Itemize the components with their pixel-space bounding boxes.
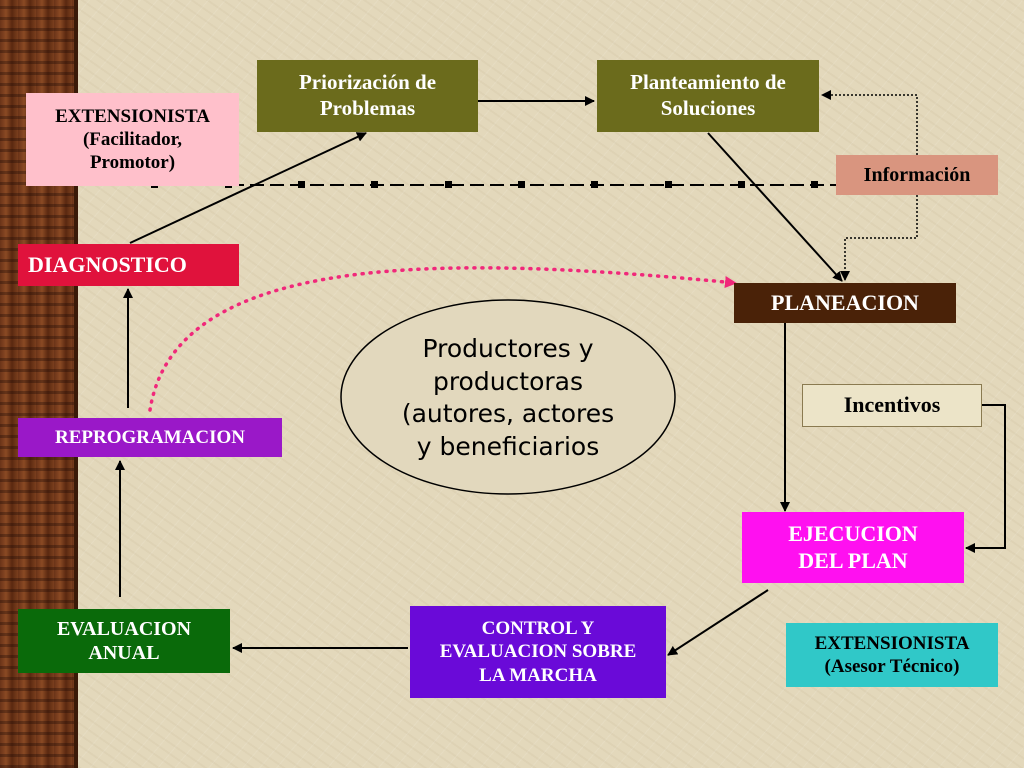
planeacion-label: PLANEACION xyxy=(771,289,919,315)
box-incentivos: Incentivos xyxy=(802,384,982,427)
center-ellipse-text: Productores y productoras (autores, acto… xyxy=(340,300,676,496)
arrow-informacion-to-planeacion xyxy=(840,195,918,281)
box-reprogramacion: REPROGRAMACION xyxy=(18,418,282,457)
arrow-ejecucion-to-control xyxy=(667,589,769,656)
arrow-diagnostico-to-priorizacion xyxy=(129,132,367,244)
arrow-planteamiento-to-planeacion xyxy=(707,132,843,282)
planteamiento-line-1: Planteamiento de xyxy=(630,70,786,95)
arrow-informacion-to-planteamiento xyxy=(821,90,918,155)
evaluacion-line-2: ANUAL xyxy=(88,642,160,664)
evaluacion-line-1: EVALUACION xyxy=(56,617,192,640)
box-planeacion: PLANEACION xyxy=(734,283,956,323)
reprogramacion-label: REPROGRAMACION xyxy=(55,426,245,448)
center-line-4: y beneficiarios xyxy=(416,431,600,461)
priorizacion-line-1: Priorización de xyxy=(298,70,437,95)
extensionista-facilitador-line-3: Promotor) xyxy=(89,152,176,174)
center-line-2: productoras xyxy=(432,366,584,396)
dotted-arrow-reprogramacion-to-planeacion xyxy=(148,266,737,412)
control-line-3: LA MARCHA xyxy=(479,664,597,686)
box-extensionista-facilitador: EXTENSIONISTA (Facilitador, Promotor) xyxy=(26,93,239,186)
arrow-incentivos-to-ejecucion xyxy=(965,404,1006,553)
box-diagnostico: DIAGNOSTICO xyxy=(18,244,239,286)
ejecucion-line-2: DEL PLAN xyxy=(798,547,908,573)
extensionista-asesor-line-1: EXTENSIONISTA xyxy=(814,632,970,654)
diagnostico-label: DIAGNOSTICO xyxy=(28,251,187,277)
box-evaluacion: EVALUACION ANUAL xyxy=(18,609,230,673)
extensionista-facilitador-line-2: (Facilitador, xyxy=(82,128,183,150)
box-extensionista-asesor: EXTENSIONISTA (Asesor Técnico) xyxy=(786,623,998,687)
incentivos-label: Incentivos xyxy=(843,392,941,418)
box-planteamiento: Planteamiento de Soluciones xyxy=(597,60,819,132)
center-line-3: (autores, actores xyxy=(401,399,615,428)
extensionista-facilitador-line-1: EXTENSIONISTA xyxy=(55,105,210,127)
center-line-1: Productores y xyxy=(422,334,594,363)
planteamiento-line-2: Soluciones xyxy=(660,96,756,120)
control-line-1: CONTROL Y xyxy=(481,618,595,640)
informacion-label: Información xyxy=(863,163,971,186)
ejecucion-line-1: EJECUCION xyxy=(788,520,918,546)
priorizacion-line-2: Problemas xyxy=(319,96,416,120)
box-ejecucion: EJECUCION DEL PLAN xyxy=(742,512,964,583)
box-control: CONTROL Y EVALUACION SOBRE LA MARCHA xyxy=(410,606,666,698)
extensionista-asesor-line-2: (Asesor Técnico) xyxy=(824,656,960,677)
box-priorizacion: Priorización de Problemas xyxy=(257,60,478,132)
box-informacion: Información xyxy=(836,155,998,195)
control-line-2: EVALUACION SOBRE xyxy=(439,641,637,663)
central-ellipse xyxy=(340,299,676,495)
